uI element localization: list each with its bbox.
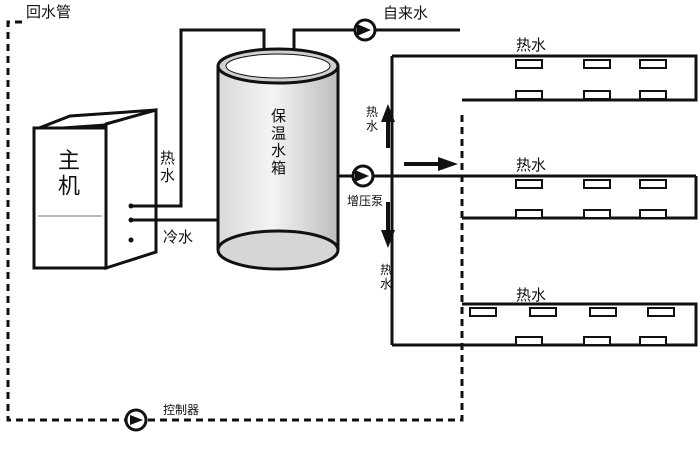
booster-pump-label: 增压泵 xyxy=(347,194,383,208)
hot-water-branch-3 xyxy=(392,302,698,347)
controller-icon xyxy=(124,408,148,432)
hot-pipe-unit-to-tank xyxy=(131,28,266,208)
main-unit-label: 主机 xyxy=(58,149,80,199)
hot-unit-label: 热水 xyxy=(160,149,175,184)
branch-1-label: 热水 xyxy=(516,36,546,54)
hot-up-arrow xyxy=(381,104,395,148)
branch-3-label: 热水 xyxy=(516,286,546,304)
hot-down-label: 热水 xyxy=(380,263,392,291)
controller-label: 控制器 xyxy=(163,403,199,417)
branch-2-label: 热水 xyxy=(516,156,546,174)
hot-water-branch-2 xyxy=(462,176,698,220)
return-pipe-label: 回水管 xyxy=(26,3,71,21)
main-unit xyxy=(32,108,158,271)
hot-up-label: 热水 xyxy=(366,105,378,133)
insulated-tank xyxy=(216,47,340,271)
tap-water-label: 自来水 xyxy=(383,4,428,22)
tank-label: 保温水箱 xyxy=(271,107,286,177)
flow-right-arrow xyxy=(404,157,458,171)
booster-pump-icon xyxy=(351,164,375,188)
hot-water-branch-1 xyxy=(392,54,698,102)
tap-water-valve-icon xyxy=(353,18,377,42)
hot-down-arrow xyxy=(381,202,395,248)
return-pipe-dashed-line xyxy=(6,20,464,422)
cold-water-label: 冷水 xyxy=(163,228,193,246)
